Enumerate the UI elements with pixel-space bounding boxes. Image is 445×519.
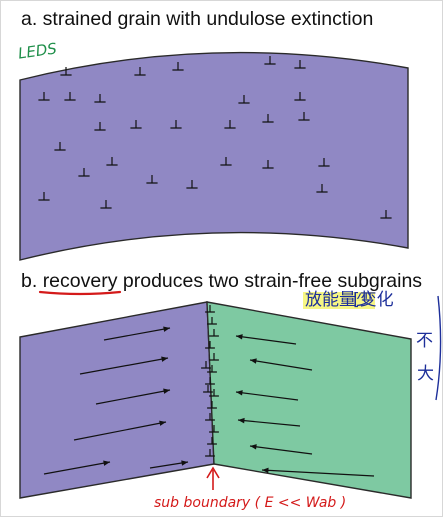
dislocation-symbol <box>294 92 306 101</box>
dislocation-symbol <box>64 92 76 101</box>
lattice-arrow-right <box>249 445 313 455</box>
lattice-arrow-left <box>103 327 171 341</box>
dislocation-symbol <box>224 120 236 129</box>
energy-annotation-line-1: 放能量少 <box>303 290 375 310</box>
dislocation-symbol <box>220 157 232 166</box>
dislocation-symbol <box>298 112 310 121</box>
lattice-arrows-left <box>43 326 189 475</box>
lattice-arrow-right <box>261 469 375 477</box>
dislocation-symbol <box>54 142 66 151</box>
dislocation-symbol <box>318 158 330 167</box>
lattice-arrow-right <box>235 335 297 345</box>
subgrain-boundary-dislocation-wall <box>201 305 219 457</box>
energy-annotation-line-3: 不 <box>416 331 433 351</box>
lattice-arrow-left-head <box>159 420 166 426</box>
strained-grain <box>19 51 409 261</box>
dislocation-symbol <box>94 94 106 103</box>
lattice-arrow-left <box>79 357 169 375</box>
lattice-arrow-right <box>249 359 313 371</box>
lattice-arrow-right <box>237 419 301 427</box>
boundary-dislocation-symbol <box>205 305 215 313</box>
lattice-arrow-left-head <box>103 460 110 466</box>
lattice-arrow-right-head <box>236 334 243 340</box>
dislocation-symbol <box>100 200 112 209</box>
dislocation-symbol <box>262 160 274 169</box>
boundary-dislocation-symbol <box>209 425 219 433</box>
lattice-arrow-right-head <box>236 390 243 396</box>
boundary-dislocation-symbol <box>205 377 215 385</box>
lattice-arrow-left <box>43 461 111 475</box>
lattice-arrow-right-head <box>238 417 245 424</box>
dislocation-symbol <box>264 56 276 65</box>
boundary-dislocation-symbol <box>207 437 217 445</box>
sub-boundary-pointer-head <box>206 466 220 479</box>
boundary-dislocation-symbol <box>201 361 211 369</box>
lattice-arrow-right-head <box>250 358 257 364</box>
boundary-dislocation-symbol <box>207 365 217 373</box>
right-subgrain <box>206 301 412 499</box>
lattice-arrow-left-head <box>163 326 170 332</box>
boundary-dislocation-symbol <box>205 449 215 457</box>
boundary-dislocation-symbol <box>209 389 219 397</box>
lattice-arrow-left-head <box>181 460 188 466</box>
dislocation-symbol <box>134 67 146 76</box>
recovery-underline <box>38 290 122 296</box>
dislocation-symbol <box>38 192 50 201</box>
boundary-dislocation-symbol <box>205 413 215 421</box>
dislocation-symbol <box>262 114 274 123</box>
dislocation-symbol <box>316 184 328 193</box>
dislocation-symbol <box>238 95 250 104</box>
boundary-dislocation-symbol <box>203 385 213 393</box>
dislocation-symbol <box>130 120 142 129</box>
dislocation-symbol <box>172 62 184 71</box>
boundary-dislocation-symbol <box>209 329 219 337</box>
boundary-dislocation-symbol <box>207 317 217 325</box>
boundary-dislocation-symbol <box>207 401 217 409</box>
lattice-arrow-left-head <box>161 356 168 362</box>
lattice-arrows-right <box>235 334 375 477</box>
dislocation-set-a <box>38 56 392 219</box>
dislocation-symbol <box>38 92 50 101</box>
boundary-dislocation-symbol <box>205 341 215 349</box>
energy-annotation-line-4: 大 <box>417 364 434 384</box>
dislocation-symbol <box>146 175 158 184</box>
panel-b-heading: b. recovery produces two strain-free sub… <box>21 270 423 292</box>
dislocation-symbol <box>186 180 198 189</box>
dislocation-symbol <box>380 210 392 219</box>
lattice-arrow-right-head <box>250 444 257 450</box>
dislocation-symbol <box>106 157 118 166</box>
lattice-arrow-left <box>73 421 167 441</box>
panel-b-heading-suffix: produces two strain-free subgrains <box>117 270 423 292</box>
lattice-arrow-left <box>95 389 171 405</box>
dislocation-symbol <box>294 60 306 69</box>
panel-a-heading: a. strained grain with undulose extincti… <box>21 8 374 30</box>
dislocation-symbol <box>94 122 106 131</box>
lattice-arrow-left-head <box>163 388 170 394</box>
lattice-arrow-right <box>235 391 299 401</box>
energy-annotation-line-2: [变化 <box>353 290 394 310</box>
dislocation-symbol <box>60 67 72 76</box>
lattice-arrow-right-head <box>262 467 269 474</box>
recovery-term: recovery <box>42 270 118 292</box>
boundary-dislocation-symbol <box>209 353 219 361</box>
panel-b-heading-prefix: b. <box>21 270 43 292</box>
dislocation-symbol <box>170 120 182 129</box>
sub-boundary-annotation: sub boundary ( E << Wab ) <box>154 495 347 511</box>
energy-note-bracket <box>435 295 442 401</box>
dislocation-symbol <box>78 168 90 177</box>
